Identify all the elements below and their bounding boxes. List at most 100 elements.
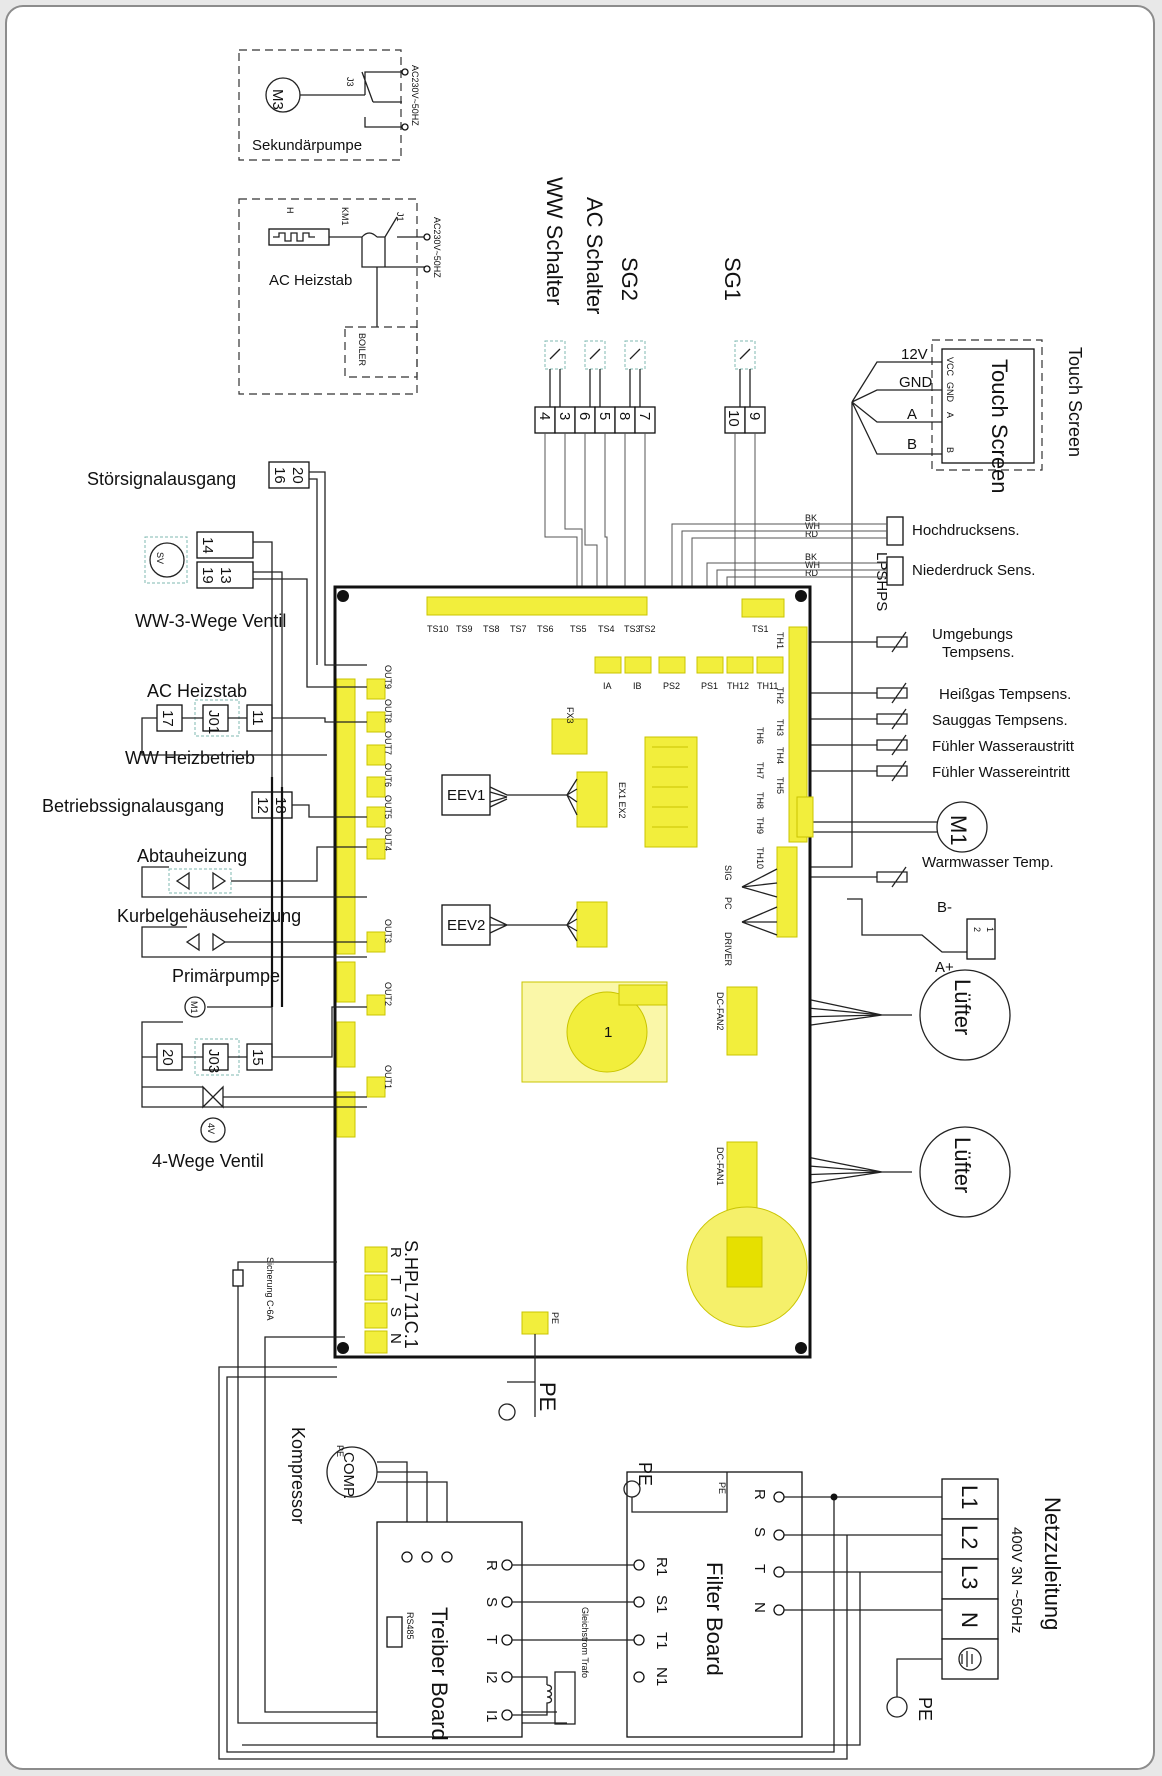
kurbelgehaeuse-label: Kurbelgehäuseheizung <box>117 906 301 926</box>
netz-l2-label: L2 <box>957 1525 982 1549</box>
out-strip-out2 <box>336 1021 356 1068</box>
out4-label: OUT4 <box>383 827 393 851</box>
driver-label: DRIVER <box>723 932 733 967</box>
treiber-pin-t <box>501 1634 513 1646</box>
ac-t17-label: 17 <box>159 710 176 727</box>
prim-t15-label: 15 <box>249 1049 266 1066</box>
kurbel-heater-symbol <box>185 932 227 952</box>
netz-l1-label: L1 <box>957 1485 982 1509</box>
main-pe: PE <box>498 1334 560 1421</box>
niederdruck-connector <box>886 556 904 586</box>
rs-a-plus: A+ <box>935 959 954 976</box>
th5-label: TH5 <box>775 777 785 794</box>
wasseraustritt-label: Fühler Wasseraustritt <box>932 738 1075 755</box>
out-strip-out1 <box>336 1091 356 1138</box>
board-pe-connector <box>521 1311 549 1335</box>
filter-out-r-label: R <box>751 1489 768 1500</box>
board-mount-1 <box>337 590 349 602</box>
vierwege-coil <box>200 1117 226 1143</box>
sig-pc-wires <box>741 868 778 936</box>
left-loads: Störsignalausgang 16 20 SV 14 19 13 WW-3… <box>42 461 567 1724</box>
filter-t1 <box>633 1634 645 1646</box>
filter-label: Filter Board <box>702 1562 727 1676</box>
treiber-comp-w <box>441 1551 453 1563</box>
boiler-box <box>344 326 418 378</box>
h-label: H <box>285 207 295 214</box>
power-pin-t <box>364 1274 388 1301</box>
filter-out-r <box>773 1491 785 1503</box>
ia-connector <box>594 656 622 674</box>
treiber-board: Treiber Board RS485 R S T I2 I1 <box>376 1521 523 1741</box>
power-label-r: R <box>387 1247 404 1258</box>
ac-t11-label: 11 <box>249 710 266 726</box>
switch-inputs: WW Schalter AC Schalter SG2 SG1 4 3 6 5 … <box>534 177 766 597</box>
touch-pin-a: A <box>945 412 955 418</box>
sicherung-fuse <box>232 1269 244 1287</box>
fan-2-wires <box>796 996 912 1028</box>
filter-t1-label: T1 <box>653 1632 670 1650</box>
eev1-fan-wires <box>566 778 578 816</box>
wiring-diagram: M3 J3 Sekundärpumpe AC230V~50HZ H KM1 J1… <box>42 49 1085 1760</box>
fan-1-label: Lüfter <box>950 1137 975 1193</box>
m3-label: M3 <box>269 89 286 110</box>
netzzuleitung: L1 L2 L3 N Netzzuleitung 400V 3N ~50Hz P… <box>218 1366 1065 1760</box>
treiber-label: Treiber Board <box>427 1607 452 1741</box>
filter-pe-top-label: PE <box>635 1462 655 1486</box>
umgebung-label-2: Tempsens. <box>942 644 1015 661</box>
ts-connector-strip <box>426 596 648 616</box>
relay-pins-right <box>618 984 668 1006</box>
ww-heizbetrieb-label: WW Heizbetrieb <box>125 748 255 768</box>
sekundaerpumpe-label: Sekundärpumpe <box>252 137 362 154</box>
touch-screen-group: Touch Screen Touch Screen VCC GND A B 12… <box>807 339 1085 868</box>
netz-pe <box>941 1638 999 1680</box>
out1-label: OUT1 <box>383 1065 393 1089</box>
betrieb-t12: 12 <box>254 797 271 814</box>
sv-valve-symbol <box>149 542 185 578</box>
out9-label: OUT9 <box>383 665 393 689</box>
sv-label: SV <box>155 552 165 564</box>
heizstab-term-1 <box>423 233 431 241</box>
wire-code-rd-1: RD <box>805 529 818 539</box>
eev2-fan-wires <box>566 908 578 942</box>
stoer-t16: 16 <box>271 467 288 484</box>
ts1-label: TS1 <box>752 624 769 634</box>
power-pin-s <box>364 1302 388 1329</box>
th12-connector <box>726 656 754 674</box>
sauggas-sensor-symbol <box>807 708 908 730</box>
sg1-switch-symbol <box>734 340 756 370</box>
th2-label: TH2 <box>775 687 785 704</box>
m1-wires <box>807 821 937 833</box>
relay-coil <box>566 991 648 1073</box>
out-connector-column: OUT9 OUT8 OUT7 OUT6 OUT5 OUT4 OUT3 OUT2 … <box>336 665 393 1138</box>
sv-dash-box <box>144 536 188 584</box>
th11-connector <box>756 656 784 674</box>
fx3-connector <box>551 718 588 755</box>
touch-line-12v: 12V <box>901 346 928 363</box>
ts2-label: TS2 <box>639 624 656 634</box>
sg2-switch-symbol <box>624 340 646 370</box>
heizstab-coil <box>273 232 315 242</box>
fan-1-wires <box>796 1154 912 1186</box>
out8-block <box>366 711 386 733</box>
capacitor-core <box>726 1236 763 1288</box>
eev2-connector <box>576 901 608 948</box>
th4-label: TH4 <box>775 747 785 764</box>
treiber-pin-i1 <box>501 1709 513 1721</box>
rs485-connector <box>386 1616 403 1648</box>
prim-j03-label: J03 <box>205 1049 222 1073</box>
heissgas-sensor-symbol <box>807 682 908 704</box>
prim-j03 <box>202 1043 229 1071</box>
treiber-comp-u <box>401 1551 413 1563</box>
out7-block <box>366 744 386 766</box>
terminal-8-label: 8 <box>616 412 633 420</box>
sekundaerpumpe-group: M3 J3 Sekundärpumpe AC230V~50HZ <box>238 49 420 161</box>
ts1-connector <box>741 598 785 618</box>
ex-label: EX1 EX2 <box>617 782 627 819</box>
sekundaer-term-2 <box>401 123 409 131</box>
fan-2-symbol <box>919 969 1011 1061</box>
th10-label: TH10 <box>755 847 765 869</box>
netz-n <box>941 1598 999 1640</box>
ww3-label: WW-3-Wege Ventil <box>135 611 286 631</box>
out3-block <box>366 931 386 953</box>
mid-connector-row: IA IB PS2 PS1 TH12 TH11 <box>594 656 784 691</box>
